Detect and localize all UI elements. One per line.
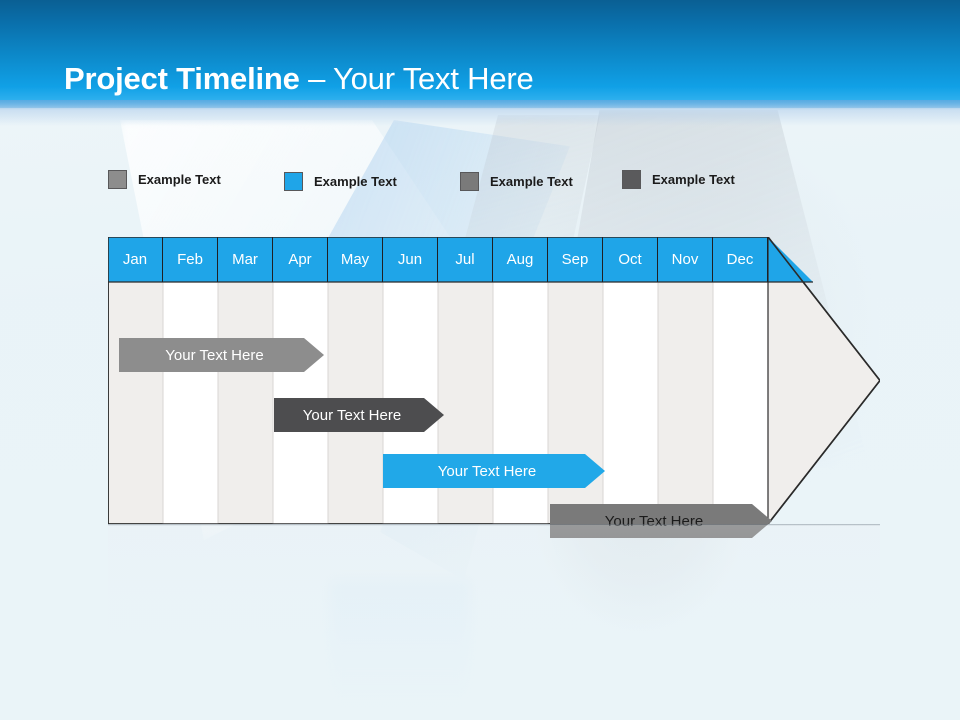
legend-item: Example Text bbox=[108, 170, 221, 189]
task-bar[interactable]: Your Text Here bbox=[274, 398, 444, 432]
month-header-cell[interactable]: Aug bbox=[493, 237, 548, 282]
timeline-arrow-graphic bbox=[108, 237, 880, 524]
month-header-cell[interactable]: Apr bbox=[273, 237, 328, 282]
legend-item-label: Example Text bbox=[314, 174, 397, 189]
task-bar[interactable]: Your Text Here bbox=[383, 454, 605, 488]
month-header-cell[interactable]: Nov bbox=[658, 237, 713, 282]
legend-item-label: Example Text bbox=[138, 172, 221, 187]
month-header-cell[interactable]: Jun bbox=[383, 237, 438, 282]
legend-swatch-icon bbox=[108, 170, 127, 189]
task-bar-label: Your Text Here bbox=[165, 346, 264, 364]
month-header-cell[interactable]: Jan bbox=[108, 237, 163, 282]
task-bar-label: Your Text Here bbox=[604, 512, 704, 530]
legend-swatch-icon bbox=[622, 170, 641, 189]
legend-swatch-icon bbox=[460, 172, 479, 191]
month-header-cell[interactable]: Feb bbox=[163, 237, 218, 282]
month-header-cell[interactable]: Oct bbox=[603, 237, 658, 282]
page-title-bold: Project Timeline bbox=[64, 61, 300, 96]
page-title-regular: – Your Text Here bbox=[299, 61, 534, 96]
legend-swatch-icon bbox=[284, 172, 303, 191]
month-header-cell[interactable]: Jul bbox=[438, 237, 493, 282]
legend-item: Example Text bbox=[460, 172, 573, 191]
page-title: Project Timeline – Your Text Here bbox=[64, 60, 534, 98]
legend-item: Example Text bbox=[622, 170, 735, 189]
task-bar[interactable]: Your Text Here bbox=[550, 504, 772, 538]
month-header-cell[interactable]: Mar bbox=[218, 237, 273, 282]
legend-item-label: Example Text bbox=[490, 174, 573, 189]
chart-reflection-edge bbox=[108, 524, 880, 526]
header-band bbox=[0, 0, 960, 108]
month-header-cell[interactable]: May bbox=[328, 237, 383, 282]
month-header-cell[interactable]: Sep bbox=[548, 237, 603, 282]
legend-item: Example Text bbox=[284, 172, 397, 191]
task-bar-label: Your Text Here bbox=[302, 406, 402, 424]
legend-item-label: Example Text bbox=[652, 172, 735, 187]
task-bar-label: Your Text Here bbox=[437, 462, 537, 480]
month-header-cell[interactable]: Dec bbox=[713, 237, 768, 282]
header-fade bbox=[0, 100, 960, 126]
task-bar[interactable]: Your Text Here bbox=[119, 338, 324, 372]
